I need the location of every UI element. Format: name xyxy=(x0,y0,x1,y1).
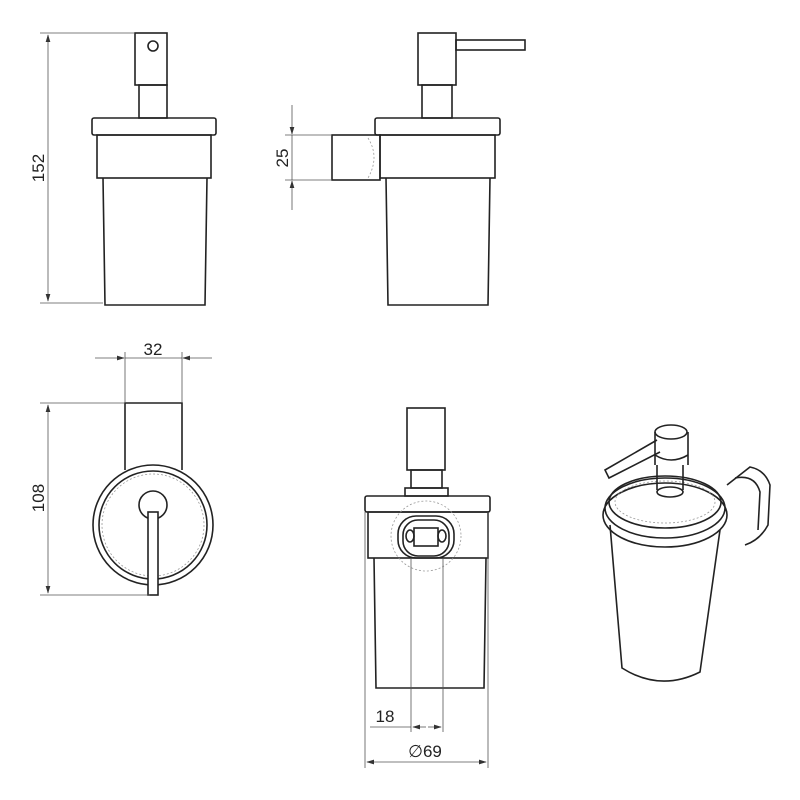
isometric-view xyxy=(602,424,771,682)
side-view: 25 xyxy=(273,32,526,306)
dimension-diameter-69: ∅69 xyxy=(408,742,442,761)
dimension-offset-18: 18 xyxy=(376,707,395,726)
rear-view: 18 ∅69 xyxy=(364,407,491,768)
top-view: 32 108 xyxy=(29,340,214,596)
dimension-width-32: 32 xyxy=(144,340,163,359)
front-view: 152 xyxy=(29,32,217,306)
dimension-height-152: 152 xyxy=(29,154,48,182)
dimension-depth-108: 108 xyxy=(29,484,48,512)
dimension-bracket-25: 25 xyxy=(273,149,292,168)
